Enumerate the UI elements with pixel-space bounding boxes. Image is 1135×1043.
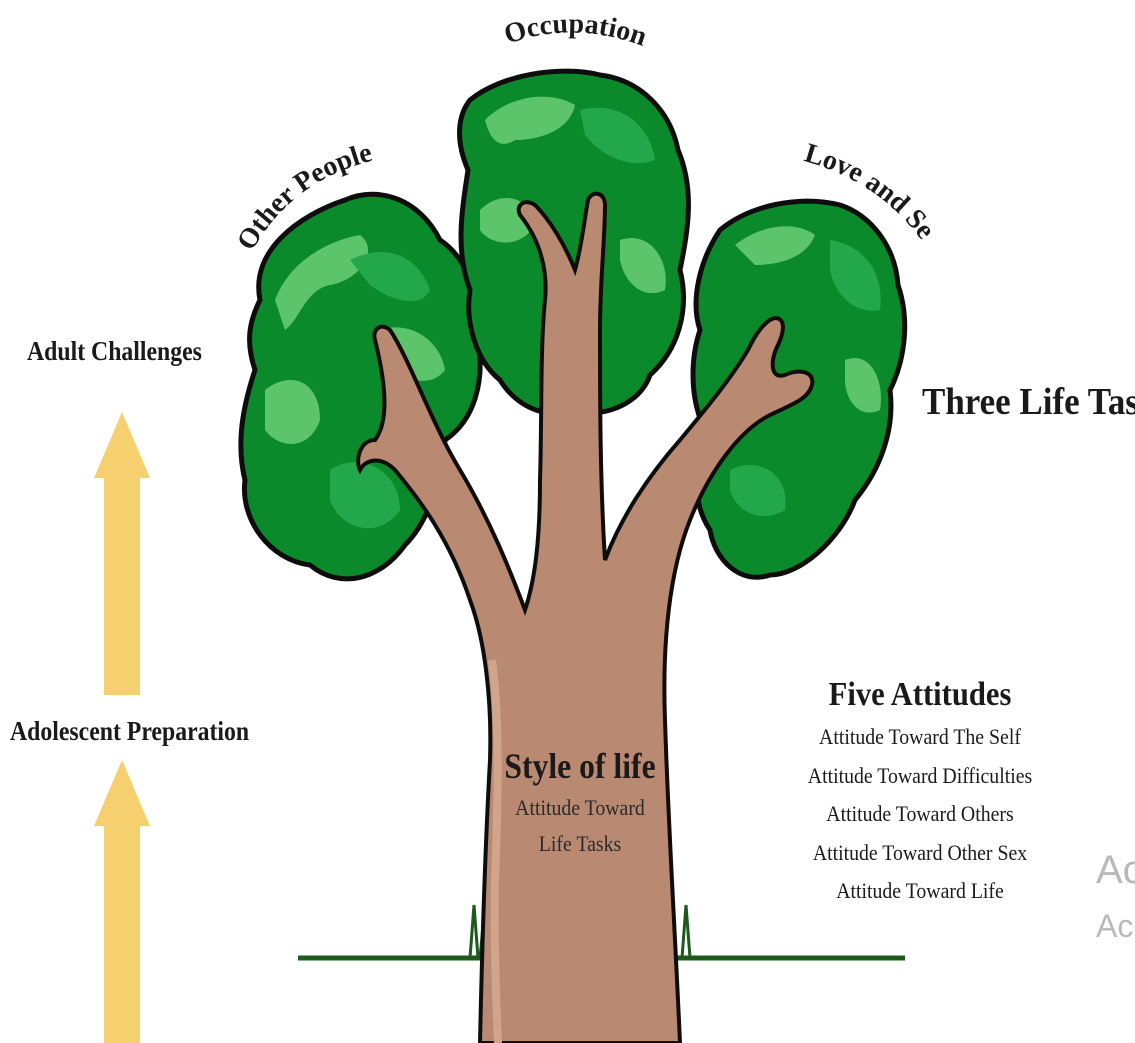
five-attitudes-list: Five Attitudes Attitude Toward The Self … — [790, 672, 1050, 911]
attitude-item: Attitude Toward Other Sex — [803, 834, 1037, 873]
activation-watermark-line2: Acc — [1096, 908, 1135, 945]
three-life-tasks-label: Three Life Tasks — [922, 380, 1135, 424]
attitude-item: Attitude Toward Others — [803, 795, 1037, 834]
activation-watermark-line1: Ac — [1096, 848, 1135, 893]
grass-tuft-right — [682, 905, 690, 958]
five-attitudes-title: Five Attitudes — [803, 672, 1037, 718]
adolescent-preparation-label: Adolescent Preparation — [10, 716, 249, 747]
attitude-item: Attitude Toward Difficulties — [803, 757, 1037, 796]
style-of-life-line1: Attitude Toward — [481, 790, 679, 826]
arrow-upper — [94, 412, 150, 695]
style-of-life-line2: Life Tasks — [481, 826, 679, 862]
style-of-life-title: Style of life — [483, 742, 677, 790]
style-of-life-block: Style of life Attitude Toward Life Tasks — [470, 742, 690, 862]
attitude-item: Attitude Toward The Self — [803, 718, 1037, 757]
arrow-lower — [94, 760, 150, 1043]
branch-label-occupation: Occupation — [500, 8, 651, 52]
attitude-item: Attitude Toward Life — [803, 872, 1037, 911]
adult-challenges-label: Adult Challenges — [27, 336, 202, 367]
